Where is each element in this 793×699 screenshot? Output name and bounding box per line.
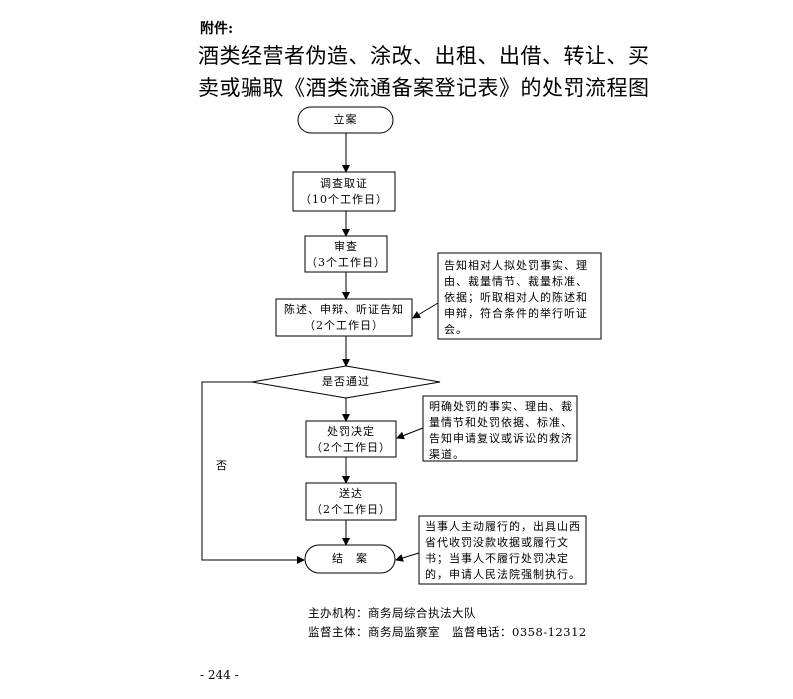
notify-note-text: 告知相对人拟处罚事实、理由、裁量情节、裁量标准、依据；听取相对人的陈述和申辩，符… — [444, 259, 588, 336]
review-box — [304, 235, 388, 273]
decision-diamond — [251, 365, 441, 399]
review-title: 审查 — [334, 240, 358, 253]
arrow-note-penalty — [396, 427, 424, 440]
investigate-title: 调查取证 — [320, 177, 368, 190]
end-terminal — [304, 544, 396, 574]
end-label: 结 案 — [332, 552, 368, 565]
page-title-line2: 卖或骗取《酒类流通备案登记表》的处罚流程图 — [198, 76, 650, 100]
decision-label: 是否通过 — [322, 375, 370, 388]
deliver-label: 送达 （2个工作日） — [306, 486, 396, 518]
notify-box — [275, 298, 413, 337]
penalty-title: 处罚决定 — [327, 425, 375, 438]
penalty-note-box — [422, 395, 578, 462]
investigate-duration: （10个工作日） — [300, 193, 388, 206]
investigate-label: 调查取证 （10个工作日） — [293, 176, 395, 208]
page-number: - 244 - — [200, 668, 239, 682]
no-label: 否 — [216, 459, 228, 472]
attachment-label: 附件: — [200, 21, 234, 37]
no-branch-line — [201, 381, 305, 564]
footer-supervisor: 监督主体：商务局监察室 监督电话：0358-12312 — [308, 625, 587, 639]
page-title-line1: 酒类经营者伪造、涂改、出租、出借、转让、买 — [198, 44, 650, 68]
penalty-label: 处罚决定 （2个工作日） — [306, 424, 396, 456]
deliver-title: 送达 — [339, 487, 363, 500]
deliver-duration: （2个工作日） — [311, 503, 391, 516]
review-duration: （3个工作日） — [306, 256, 386, 269]
end-note-text: 当事人主动履行的，出具山西省代收罚没款收据或履行文书；当事人不履行处罚决定的，申… — [425, 520, 581, 581]
arrow-note-end — [395, 552, 420, 562]
end-note-box — [418, 515, 587, 585]
notify-label: 陈述、申辩、听证告知 （2个工作日） — [276, 302, 412, 334]
notify-note-box — [437, 252, 602, 340]
penalty-box — [305, 420, 397, 458]
penalty-duration: （2个工作日） — [311, 441, 391, 454]
deliver-box — [305, 482, 397, 521]
arrow-note-notify — [412, 302, 439, 319]
notify-duration: （2个工作日） — [304, 319, 384, 332]
notify-title: 陈述、申辩、听证告知 — [284, 303, 404, 316]
footer-organizer: 主办机构：商务局综合执法大队 — [308, 606, 476, 620]
review-label: 审查 （3个工作日） — [305, 239, 387, 271]
penalty-note-text: 明确处罚的事实、理由、裁量情节和处罚依据、标准、告知申请复议或诉讼的救济渠道。 — [429, 400, 573, 461]
investigate-box — [292, 171, 396, 212]
start-label: 立案 — [333, 113, 358, 126]
